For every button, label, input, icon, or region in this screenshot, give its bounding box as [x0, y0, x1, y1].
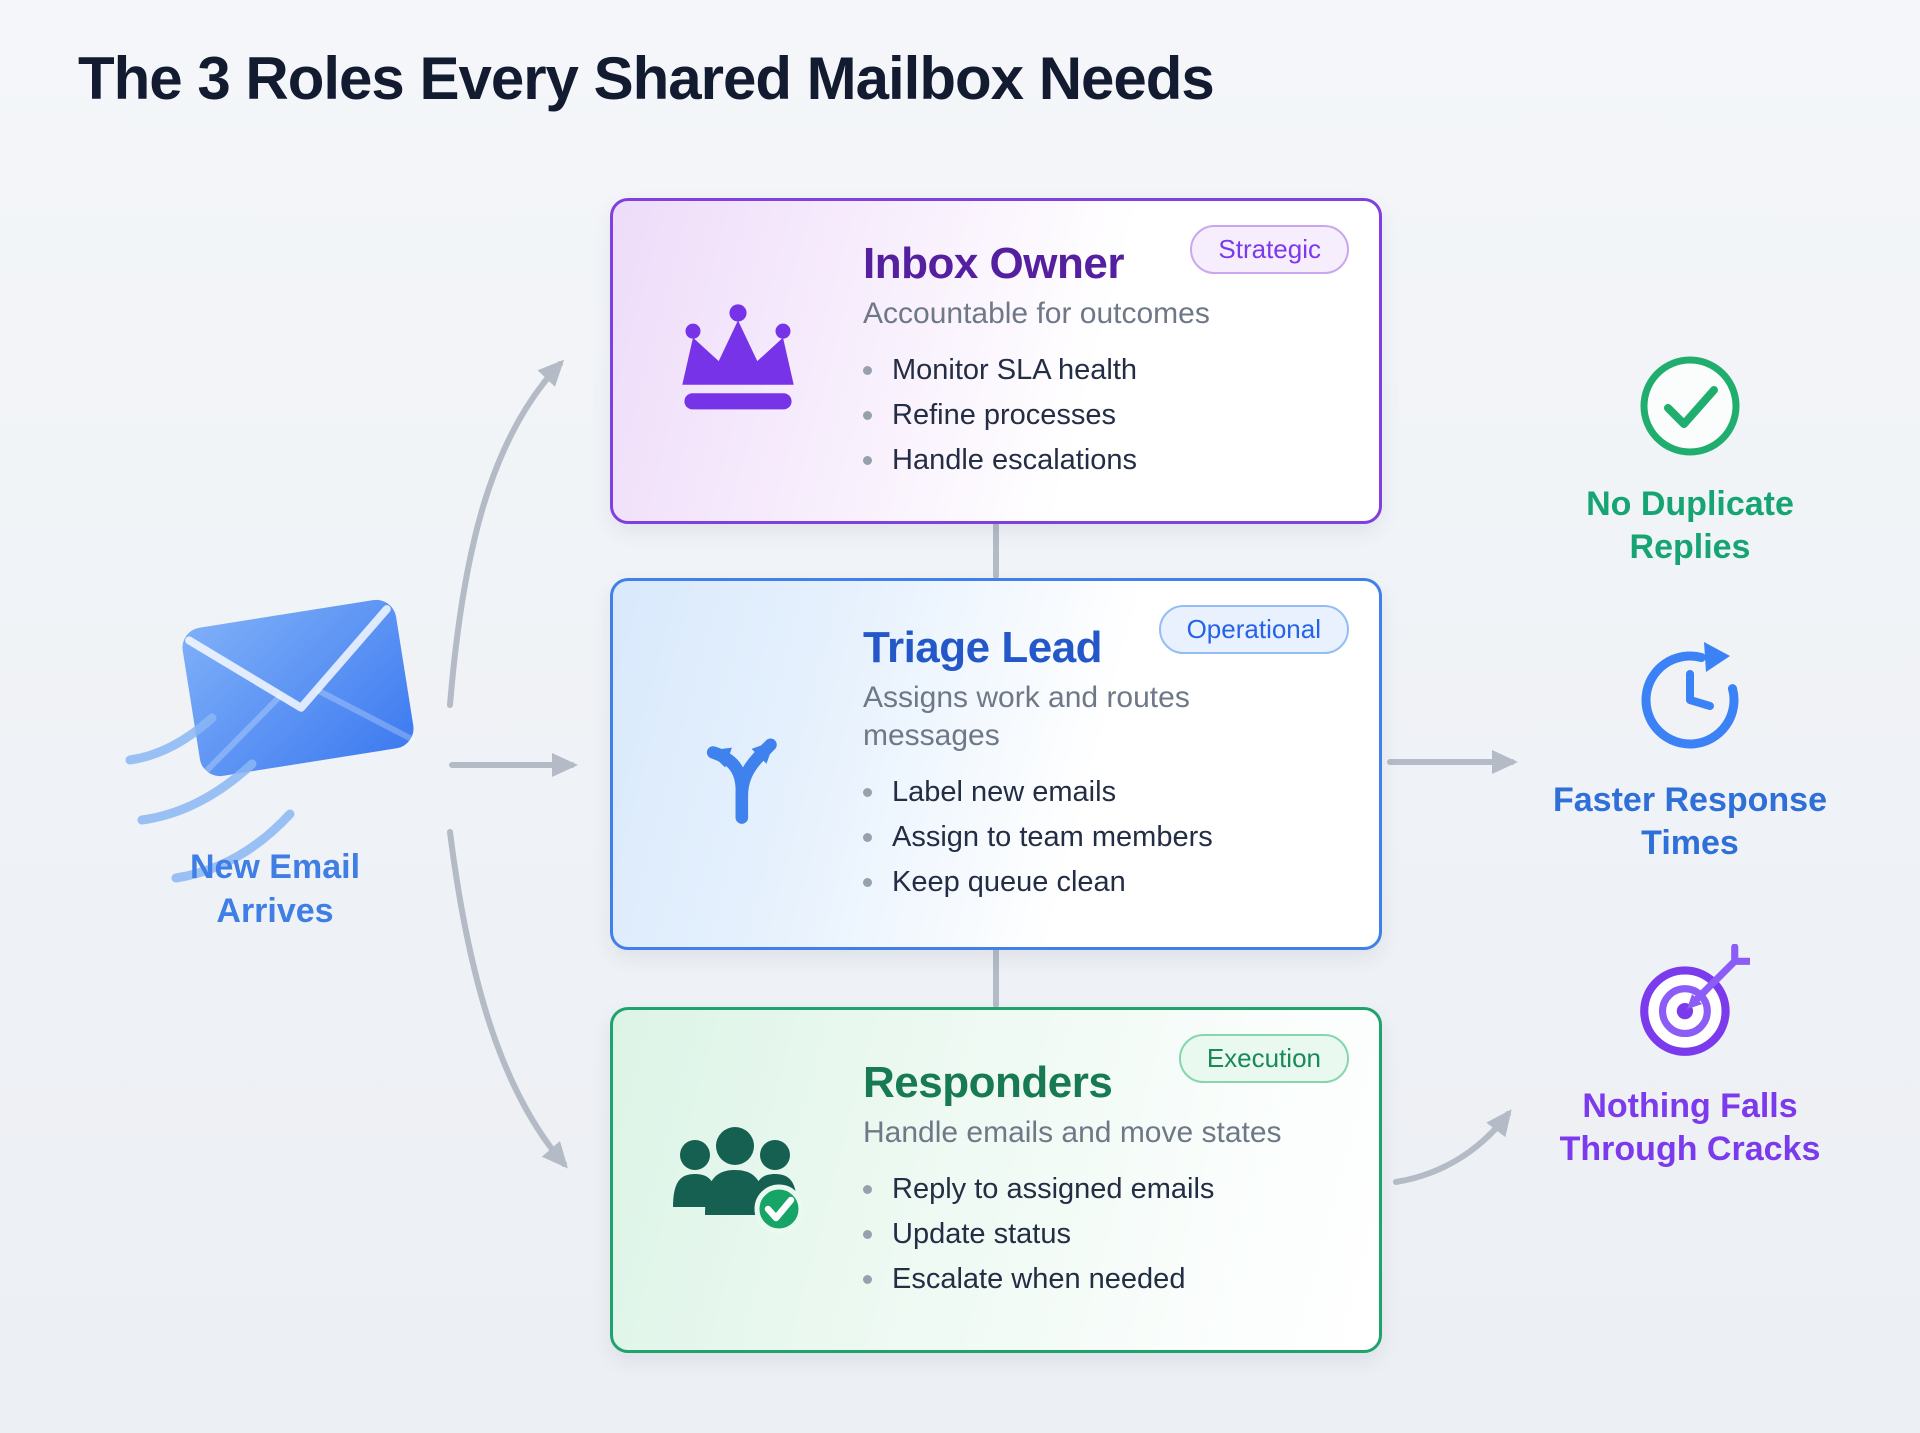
- bullet-dot-icon: [863, 411, 872, 421]
- outcome-no-duplicate-replies: No Duplicate Replies: [1520, 350, 1860, 568]
- bullet-item: Handle escalations: [863, 438, 1339, 483]
- card-content: Responders Handle emails and move states…: [863, 1010, 1379, 1350]
- badge-strategic: Strategic: [1190, 225, 1349, 274]
- bullet-text: Refine processes: [892, 399, 1117, 432]
- outcome-label: Faster Response Times: [1553, 781, 1827, 862]
- bullet-dot-icon: [863, 366, 872, 376]
- card-title: Responders: [863, 1057, 1113, 1107]
- outcome-label: Nothing Falls Through Cracks: [1559, 1087, 1821, 1168]
- bullet-text: Escalate when needed: [892, 1263, 1186, 1296]
- bullet-text: Label new emails: [892, 776, 1117, 808]
- bullet-text: Keep queue clean: [892, 866, 1126, 898]
- bullet-text: Assign to team members: [892, 821, 1213, 853]
- bullet-text: Reply to assigned emails: [892, 1173, 1215, 1206]
- card-subtitle: Accountable for outcomes: [863, 296, 1210, 330]
- bullet-item: Label new emails: [863, 770, 1339, 815]
- bullet-list: Monitor SLA health Refine processes Hand…: [863, 348, 1339, 483]
- arrow-responders-to-target: [1393, 1109, 1512, 1185]
- bullet-dot-icon: [863, 1185, 872, 1195]
- outcome-faster-response-times: Faster Response Times: [1520, 638, 1860, 864]
- crown-icon: [663, 299, 813, 424]
- card-inbox-owner: Strategic Inbox Owner Accountable for ou…: [610, 198, 1382, 524]
- card-title: Inbox Owner: [863, 238, 1124, 288]
- badge-operational: Operational: [1158, 605, 1349, 654]
- badge-execution: Execution: [1178, 1034, 1349, 1083]
- bullet-dot-icon: [863, 788, 872, 797]
- bullet-dot-icon: [863, 456, 872, 466]
- envelope-icon: [182, 599, 415, 777]
- card-triage-lead: Operational Triage Lead Assign: [610, 578, 1382, 950]
- bullet-item: Refine processes: [863, 393, 1339, 438]
- bullet-dot-icon: [863, 878, 872, 887]
- bullet-list: Reply to assigned emails Update status E…: [863, 1167, 1339, 1302]
- bullet-dot-icon: [863, 833, 872, 842]
- card-subtitle: Handle emails and move states: [863, 1115, 1282, 1149]
- bullet-item: Escalate when needed: [863, 1257, 1339, 1302]
- check-circle-icon: [1634, 350, 1746, 467]
- email-source-label: New Email Arrives: [189, 848, 361, 931]
- bullet-item: Reply to assigned emails: [863, 1167, 1339, 1212]
- card-icon-column: [613, 581, 863, 947]
- card-content: Inbox Owner Accountable for outcomes Mon…: [863, 201, 1379, 521]
- outcome-nothing-falls-through-cracks: Nothing Falls Through Cracks: [1520, 943, 1860, 1170]
- clock-refresh-icon: [1630, 638, 1750, 763]
- target-arrow-icon: [1630, 943, 1753, 1069]
- bullet-text: Monitor SLA health: [892, 354, 1138, 387]
- bullet-item: Keep queue clean: [863, 860, 1339, 905]
- page-title: The 3 Roles Every Shared Mailbox Needs: [78, 45, 1215, 112]
- card-subtitle: Assigns work and routes messages: [863, 681, 1190, 752]
- card-content: Triage Lead Assigns work and routes mess…: [863, 581, 1379, 947]
- bullet-list: Label new emails Assign to team members …: [863, 770, 1339, 905]
- outcome-label: No Duplicate Replies: [1586, 485, 1794, 566]
- route-branch-icon: [671, 698, 805, 831]
- team-check-icon: [663, 1117, 813, 1244]
- arrow-email-to-responders: [447, 829, 568, 1169]
- card-title: Triage Lead: [863, 623, 1103, 672]
- card-responders: Execution Responders: [610, 1007, 1382, 1353]
- bullet-text: Update status: [892, 1218, 1071, 1251]
- bullet-item: Assign to team members: [863, 815, 1339, 860]
- arrow-email-to-inbox-owner: [447, 359, 565, 708]
- bullet-dot-icon: [863, 1275, 872, 1285]
- bullet-item: Update status: [863, 1212, 1339, 1257]
- bullet-item: Monitor SLA health: [863, 348, 1339, 393]
- card-icon-column: [613, 1010, 863, 1350]
- bullet-dot-icon: [863, 1230, 872, 1240]
- bullet-text: Handle escalations: [892, 444, 1138, 477]
- card-icon-column: [613, 201, 863, 521]
